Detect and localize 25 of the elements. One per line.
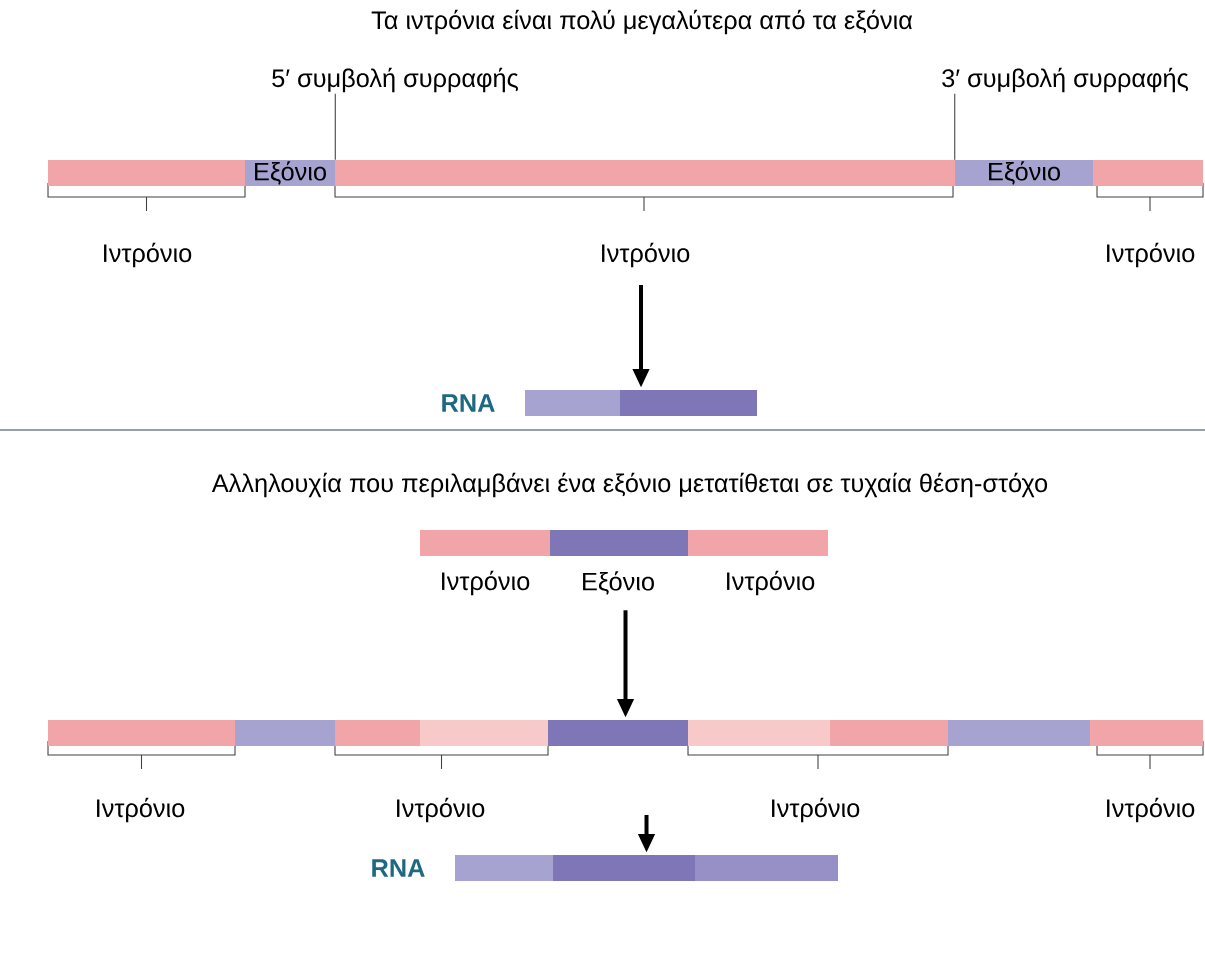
segment-label: Ιντρόνιο	[442, 570, 530, 596]
intron-label: Ιντρόνιο	[97, 797, 185, 823]
intron-label: Ιντρόνιο	[104, 242, 192, 268]
intron-label: Ιντρόνιο	[602, 242, 690, 268]
rna-bar	[525, 390, 757, 416]
intron-label: Ιντρόνιο	[772, 797, 860, 823]
intron-label: Ιντρόνιο	[1107, 797, 1195, 823]
leader-line	[334, 93, 336, 161]
rna-label: RNA	[372, 859, 425, 877]
rna-bar	[455, 855, 838, 881]
intron-label: Ιντρόνιο	[1107, 242, 1195, 268]
dna-bar	[48, 720, 1203, 746]
exon-segment: Εξόνιο	[245, 160, 335, 186]
heading: Τα ιντρόνια είναι πολύ μεγαλύτερα από τα εξόνια	[371, 9, 913, 35]
dna-bar	[420, 530, 828, 556]
segment-label: Ιντρόνιο	[727, 570, 815, 596]
segment-label: Εξόνιο	[583, 571, 654, 595]
rna-label: RNA	[442, 394, 495, 412]
leader-line	[954, 93, 956, 161]
splice-site-label: 3′ συμβολή συρραφής	[942, 67, 1188, 93]
splice-site-label: 5′ συμβολή συρραφής	[272, 67, 518, 93]
intron-label: Ιντρόνιο	[397, 797, 485, 823]
exon-segment: Εξόνιο	[955, 160, 1093, 186]
heading: Αλληλουχία που περιλαμβάνει ένα εξόνιο μετατίθεται σε τυχαία θέση-στόχο	[211, 472, 1048, 498]
dna-bar	[48, 160, 1203, 186]
